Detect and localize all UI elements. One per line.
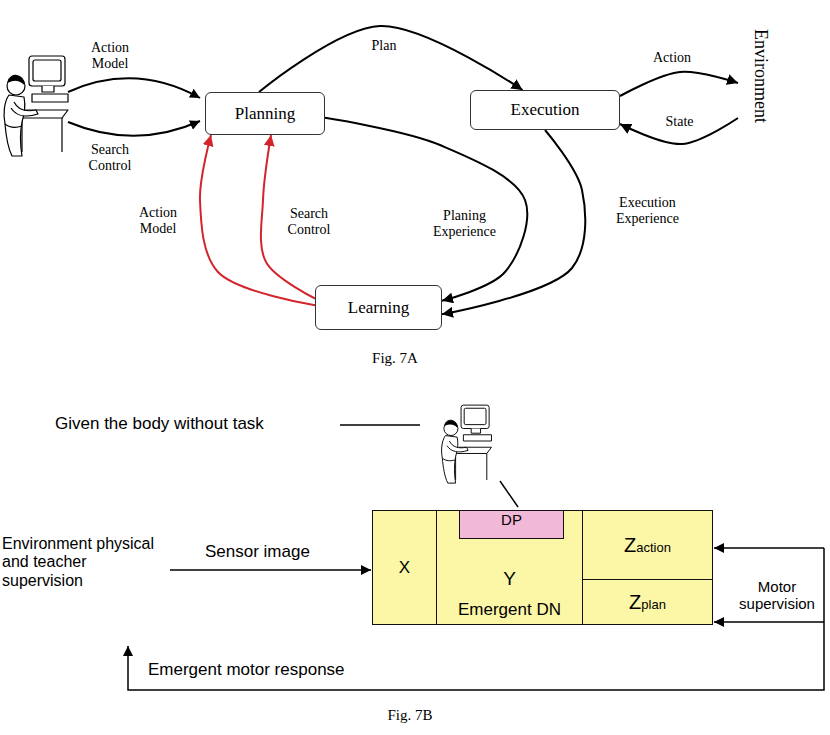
- plan-area: Zplan: [582, 579, 713, 625]
- node-text: Emergent DN: [458, 600, 561, 620]
- edge-label: Search Control: [276, 206, 342, 238]
- figure-label: Fig. 7A: [355, 350, 435, 367]
- figure-label: Fig. 7B: [360, 707, 460, 724]
- input-arrow: [68, 121, 200, 136]
- process-box: Execution: [470, 90, 620, 130]
- node-text: Zaction: [624, 534, 671, 557]
- edge-label: Action Model: [125, 205, 191, 237]
- supervision-arrow: [714, 621, 824, 623]
- node-text: Execution: [511, 100, 580, 120]
- figure-label: Emergent motor response: [148, 660, 408, 680]
- process-box: Learning: [315, 285, 442, 330]
- action-area: Zaction: [582, 510, 713, 580]
- node-text: Environment: [750, 29, 771, 123]
- figure-label: Environment physical and teacher supervi…: [2, 535, 160, 590]
- node-text: Y: [503, 568, 516, 590]
- node-text: Learning: [348, 298, 409, 318]
- figure-label: Sensor image: [205, 542, 335, 562]
- edge-label: Execution Experience: [598, 195, 697, 227]
- figure-label: Action Model: [75, 40, 145, 72]
- node-text: DP: [501, 511, 522, 528]
- edge-label: Planing Experience: [420, 208, 509, 240]
- flow-arrow: [325, 118, 527, 301]
- node-text: Planning: [235, 104, 295, 124]
- hidden-area: Y Emergent DN DP: [436, 510, 583, 625]
- figure-label: Given the body without task: [55, 414, 345, 434]
- environment-label: Environment: [738, 6, 783, 146]
- leader-line: [340, 424, 420, 426]
- flow-arrow: [259, 26, 523, 92]
- supervision-arrow: [714, 547, 824, 549]
- user-icon: [442, 405, 492, 483]
- leader-line: [500, 481, 518, 507]
- input-area: X: [372, 510, 437, 625]
- sensor-arrow: [170, 569, 371, 571]
- flow-arrow: [620, 72, 738, 96]
- edge-label: Plan: [362, 38, 406, 54]
- edge-label: State: [655, 114, 704, 130]
- input-arrow: [68, 78, 200, 98]
- process-box: Planning: [205, 92, 325, 135]
- figure-label: Search Control: [75, 142, 145, 174]
- user-icon: [4, 56, 68, 156]
- dp-box: DP: [459, 511, 564, 539]
- figure-label: Motor supervision: [734, 578, 820, 613]
- edge-label: Action: [645, 50, 699, 66]
- node-text: X: [399, 558, 410, 578]
- node-text: Zplan: [629, 591, 666, 614]
